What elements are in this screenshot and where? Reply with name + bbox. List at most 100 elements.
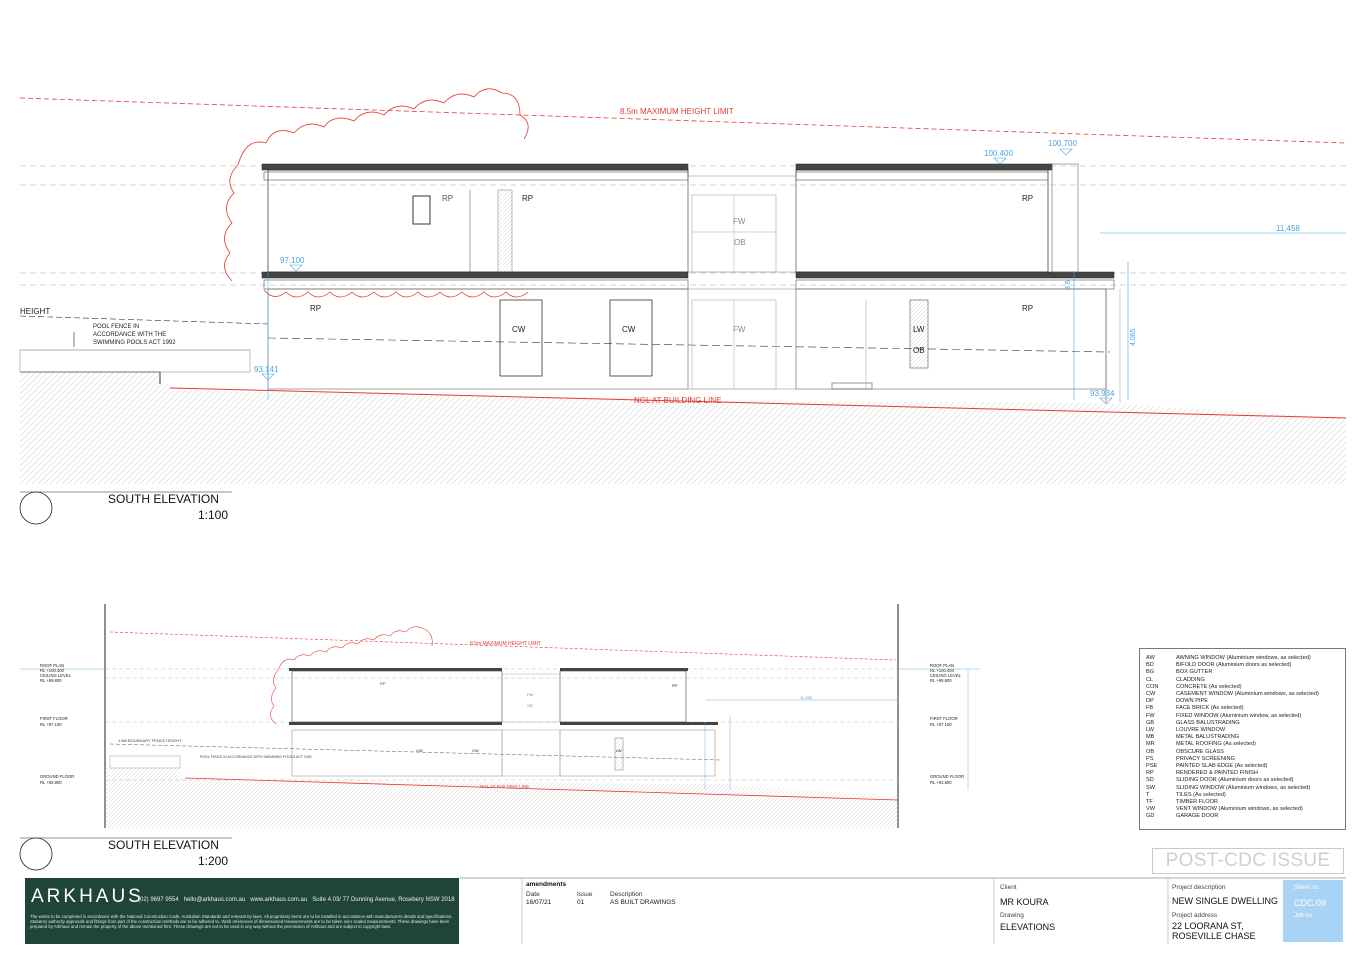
tag-rp-small: RP — [672, 683, 678, 688]
legend-desc: METAL BALUSTRADING — [1176, 734, 1240, 741]
legend-abbr: CON — [1146, 683, 1159, 690]
legend-desc: SLIDING DOOR (Aluminium doors as selecte… — [1176, 777, 1294, 784]
legend-abbr: LW — [1146, 727, 1154, 733]
elevation-marker-circle — [19, 837, 53, 871]
dim-11458: 11,458 — [1276, 224, 1300, 233]
tag-rp: RP — [522, 194, 533, 203]
legend-row: LW LOUVRE WINDOW — [1146, 727, 1225, 733]
legend-desc: PRIVACY SCREENING — [1176, 755, 1235, 762]
sheet-label: Sheet no. — [1294, 885, 1320, 891]
tag-cw: CW — [622, 325, 636, 334]
legend-desc: FIXED WINDOW (Aluminium window, as selec… — [1176, 712, 1302, 719]
tag-cw-small: CW — [472, 748, 479, 753]
company-phone: (02) 9697 9554 — [138, 897, 179, 903]
project-description-value: NEW SINGLE DWELLING — [1172, 896, 1279, 906]
elevation-2-title: SOUTH ELEVATION — [108, 838, 219, 852]
company-logo: ARKHAUS — [31, 886, 144, 907]
job-label: Job no. — [1294, 913, 1314, 919]
elevation-1-scale: 1:100 — [198, 508, 228, 522]
company-title-block: ARKHAUS (02) 9697 9554 hello@arkhaus.com… — [25, 878, 459, 944]
level-roof-plan: ROOF PLAN — [40, 663, 64, 668]
legend-abbr: DP — [1146, 698, 1154, 705]
tag-lw-small: LW — [616, 748, 622, 753]
pool-fence-note-3: SWIMMING POOLS ACT 1992 — [93, 340, 176, 346]
drawing-label: Drawing — [1000, 912, 1024, 919]
company-email: hello@arkhaus.com.au — [183, 897, 246, 903]
legend-desc: OBSCURE GLASS — [1176, 748, 1224, 755]
amend-date-header: Date — [526, 891, 540, 898]
legend-abbr: TF — [1146, 799, 1153, 805]
ngl-label: NGL AT BUILDING LINE — [634, 396, 721, 405]
legend-desc: BIFOLD DOOR (Aluminium doors as selected… — [1176, 662, 1292, 669]
level-ceiling: CEILING LEVEL — [930, 673, 962, 678]
level-ground-rl: RL +93.800 — [40, 780, 62, 785]
legend-desc: FACE BRICK (As selected) — [1176, 705, 1244, 712]
legend-abbr: PS — [1146, 755, 1154, 762]
tag-lw: LW — [913, 325, 925, 334]
south-elevation-1-200: 8.5m MAXIMUM HEIGHT LIMIT NGL AT BUILDIN… — [19, 604, 980, 871]
tag-rp: RP — [310, 304, 321, 313]
level-100400: 100.400 — [984, 149, 1013, 158]
level-first-floor: FIRST FLOOR — [40, 716, 68, 721]
tag-ob-small: OB — [527, 703, 533, 708]
legend-desc: SLIDING WINDOW (Aluminium windows, as se… — [1176, 784, 1311, 791]
legend-desc: GLASS BALUSTRADING — [1176, 719, 1240, 726]
legend-abbr: GB — [1146, 719, 1155, 726]
amend-date: 16/07/21 — [526, 899, 552, 906]
dim-11458-small: 11,458 — [800, 695, 813, 700]
tag-cw-small: CW — [416, 748, 423, 753]
legend-abbr: OB — [1146, 748, 1155, 755]
tag-rp: RP — [1022, 304, 1033, 313]
revision-cloud-lower — [263, 289, 529, 298]
level-93934: 93.934 — [1090, 389, 1115, 398]
legend-abbr: BG — [1146, 669, 1155, 676]
legend-row: GB GLASS BALUSTRADING — [1146, 720, 1240, 726]
legend-abbr: CW — [1146, 691, 1156, 697]
height-limit-label: 8.5m MAXIMUM HEIGHT LIMIT — [620, 107, 734, 116]
legend-row: CL CLADDING — [1146, 677, 1205, 683]
legend-abbr: VW — [1146, 806, 1156, 813]
client-label: Client — [1000, 884, 1017, 891]
legend-desc: BOX GUTTER — [1176, 669, 1213, 676]
client-value: MR KOURA — [1000, 897, 1049, 907]
post-cdc-issue-stamp: POST-CDC ISSUE — [1152, 848, 1344, 874]
level-first-rl: RL +97.100 — [40, 722, 62, 727]
project-address-label: Project address — [1172, 912, 1218, 919]
height-limit-label-2: 8.5m MAXIMUM HEIGHT LIMIT — [470, 641, 541, 647]
level-ceiling-rl: RL +99.800 — [40, 678, 62, 683]
legend-desc: AWNING WINDOW (Aluminium windows, as sel… — [1176, 655, 1311, 661]
legend-desc: CLADDING — [1176, 676, 1205, 683]
company-contact: (02) 9697 9554 hello@arkhaus.com.au www.… — [138, 897, 455, 903]
level-roof-rl: RL +100.400 — [930, 668, 955, 673]
legend-abbr: AW — [1146, 655, 1155, 661]
legend-desc: TILES (As selected) — [1176, 791, 1226, 798]
level-roof-plan: ROOF PLAN — [930, 663, 954, 668]
legend-desc: CASEMENT WINDOW (Aluminium windows, as s… — [1176, 691, 1319, 697]
legend-abbr: MB — [1146, 734, 1155, 741]
legend-desc: LOUVRE WINDOW — [1176, 727, 1226, 733]
project-address-line2: ROSEVILLE CHASE — [1172, 931, 1256, 941]
tag-fw: FW — [733, 325, 746, 334]
legend-abbr: BD — [1146, 662, 1154, 669]
revision-cloud-upper — [224, 88, 529, 282]
legend-abbr: CL — [1146, 676, 1154, 683]
tag-rp: RP — [1022, 194, 1033, 203]
elevation-2-scale: 1:200 — [198, 854, 228, 868]
pool-fence-note-1: POOL FENCE IN — [93, 324, 139, 330]
boundary-note: 1.8M BOUNDARY FENCE HEIGHT — [118, 738, 182, 743]
elevation-marker-circle — [19, 491, 53, 525]
legend-desc: PAINTED SLAB EDGE (As selected) — [1176, 763, 1268, 769]
amend-description: AS BUILT DRAWINGS — [610, 899, 676, 906]
legend-row: PS PRIVACY SCREENING — [1146, 756, 1235, 762]
pool-fence-note-2: ACCORDANCE WITH THE — [93, 332, 166, 338]
level-97100: 97.100 — [280, 256, 305, 265]
legend-desc: RENDERED & PAINTED FINISH — [1176, 770, 1258, 777]
